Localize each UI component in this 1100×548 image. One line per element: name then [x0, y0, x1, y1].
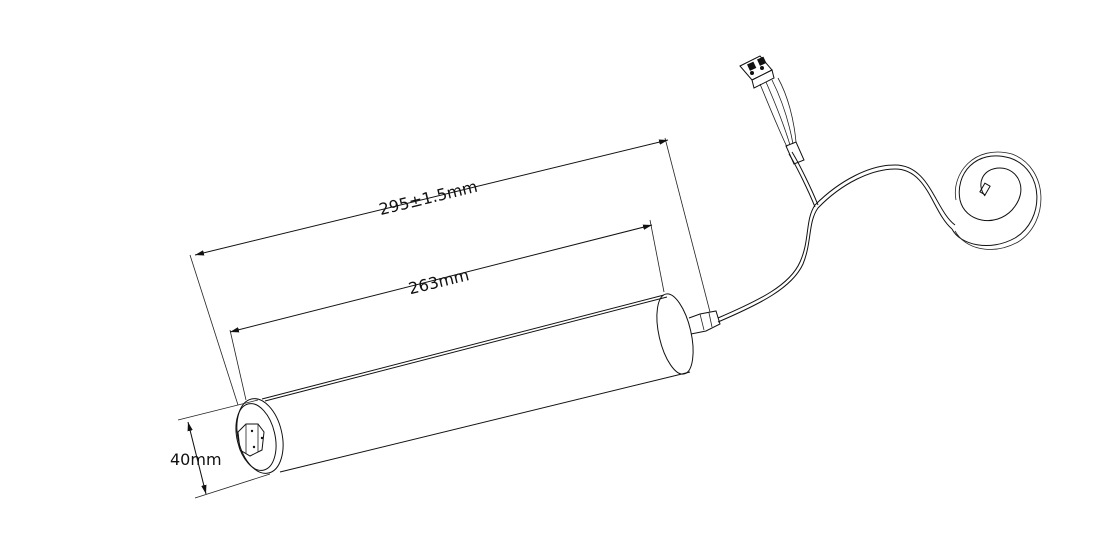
connector-plug [739, 55, 775, 89]
connector-pin [757, 56, 767, 66]
diameter-dimension: 40mm [170, 399, 271, 499]
tube-top-edge [261, 294, 665, 400]
extension-line-right [664, 137, 711, 313]
tube-front-rim [235, 403, 277, 471]
tube-top-inner-edge [264, 296, 668, 402]
tube-length-dimension: 263mm [229, 219, 665, 401]
drive-shaft-head [237, 423, 265, 457]
extension-line-diameter-bottom [194, 473, 271, 499]
extension-line-left [189, 254, 239, 406]
motor-tube [235, 293, 694, 474]
hex-nut [237, 423, 265, 457]
extension-line-tube-left [229, 329, 247, 401]
diameter-label: 40mm [170, 450, 222, 469]
coiled-wire [951, 151, 1042, 250]
tube-back-end [656, 293, 694, 375]
tube-length-label: 263mm [407, 265, 471, 298]
diameter-line [187, 421, 207, 495]
tube-length-line [229, 224, 653, 333]
tube-bottom-edge [279, 371, 691, 473]
wire-end-terminal [979, 182, 991, 196]
overall-length-label: 295±1.5mm [377, 177, 479, 219]
wire-splice-sleeve [785, 141, 805, 165]
extension-line-diameter-top [177, 399, 259, 421]
control-wire-branch [759, 77, 819, 208]
connector-pin [747, 61, 757, 71]
extension-line-tube-right [649, 219, 665, 293]
cable-gland [688, 310, 721, 335]
power-cable [717, 164, 956, 323]
